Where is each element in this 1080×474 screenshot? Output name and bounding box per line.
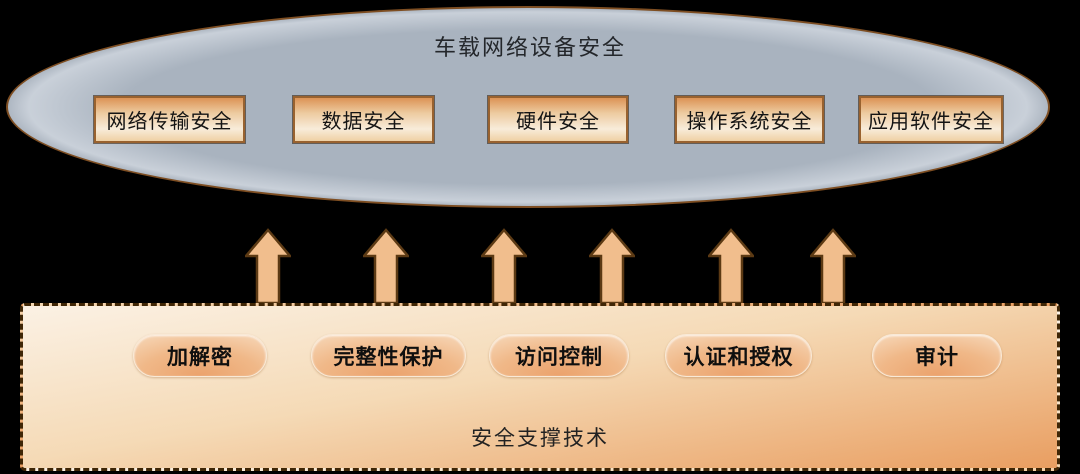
security-box-network-transport: 网络传输安全 [94,96,245,143]
up-arrow-icon [708,228,754,304]
up-arrow-icon [363,228,409,304]
security-box-os: 操作系统安全 [675,96,824,143]
tech-pill-auth: 认证和授权 [665,334,812,377]
security-box-label: 应用软件安全 [868,111,994,133]
security-box-label: 数据安全 [321,111,406,133]
tech-pill-encryption: 加解密 [133,334,267,377]
security-box-label: 网络传输安全 [106,111,233,133]
security-box-application: 应用软件安全 [859,96,1003,143]
security-box-label: 操作系统安全 [686,111,813,133]
up-arrow-icon [810,228,856,304]
up-arrow-icon [245,228,291,304]
tech-pill-label: 加解密 [167,345,233,369]
tech-pill-label: 完整性保护 [333,345,444,369]
support-technology-panel [20,303,1060,471]
tech-pill-label: 访问控制 [515,345,603,369]
up-arrow-icon [589,228,635,304]
tech-pill-integrity: 完整性保护 [311,334,466,377]
tech-pill-access-control: 访问控制 [489,334,629,377]
tech-pill-label: 认证和授权 [683,345,794,369]
security-box-hardware: 硬件安全 [488,96,628,143]
security-box-data: 数据安全 [293,96,434,143]
ellipse-title: 车载网络设备安全 [433,35,626,60]
tech-pill-label: 审计 [915,345,959,369]
up-arrow-icon [481,228,527,304]
support-panel-title: 安全支撑技术 [471,427,609,450]
security-box-label: 硬件安全 [516,111,600,133]
tech-pill-audit: 审计 [872,334,1002,377]
